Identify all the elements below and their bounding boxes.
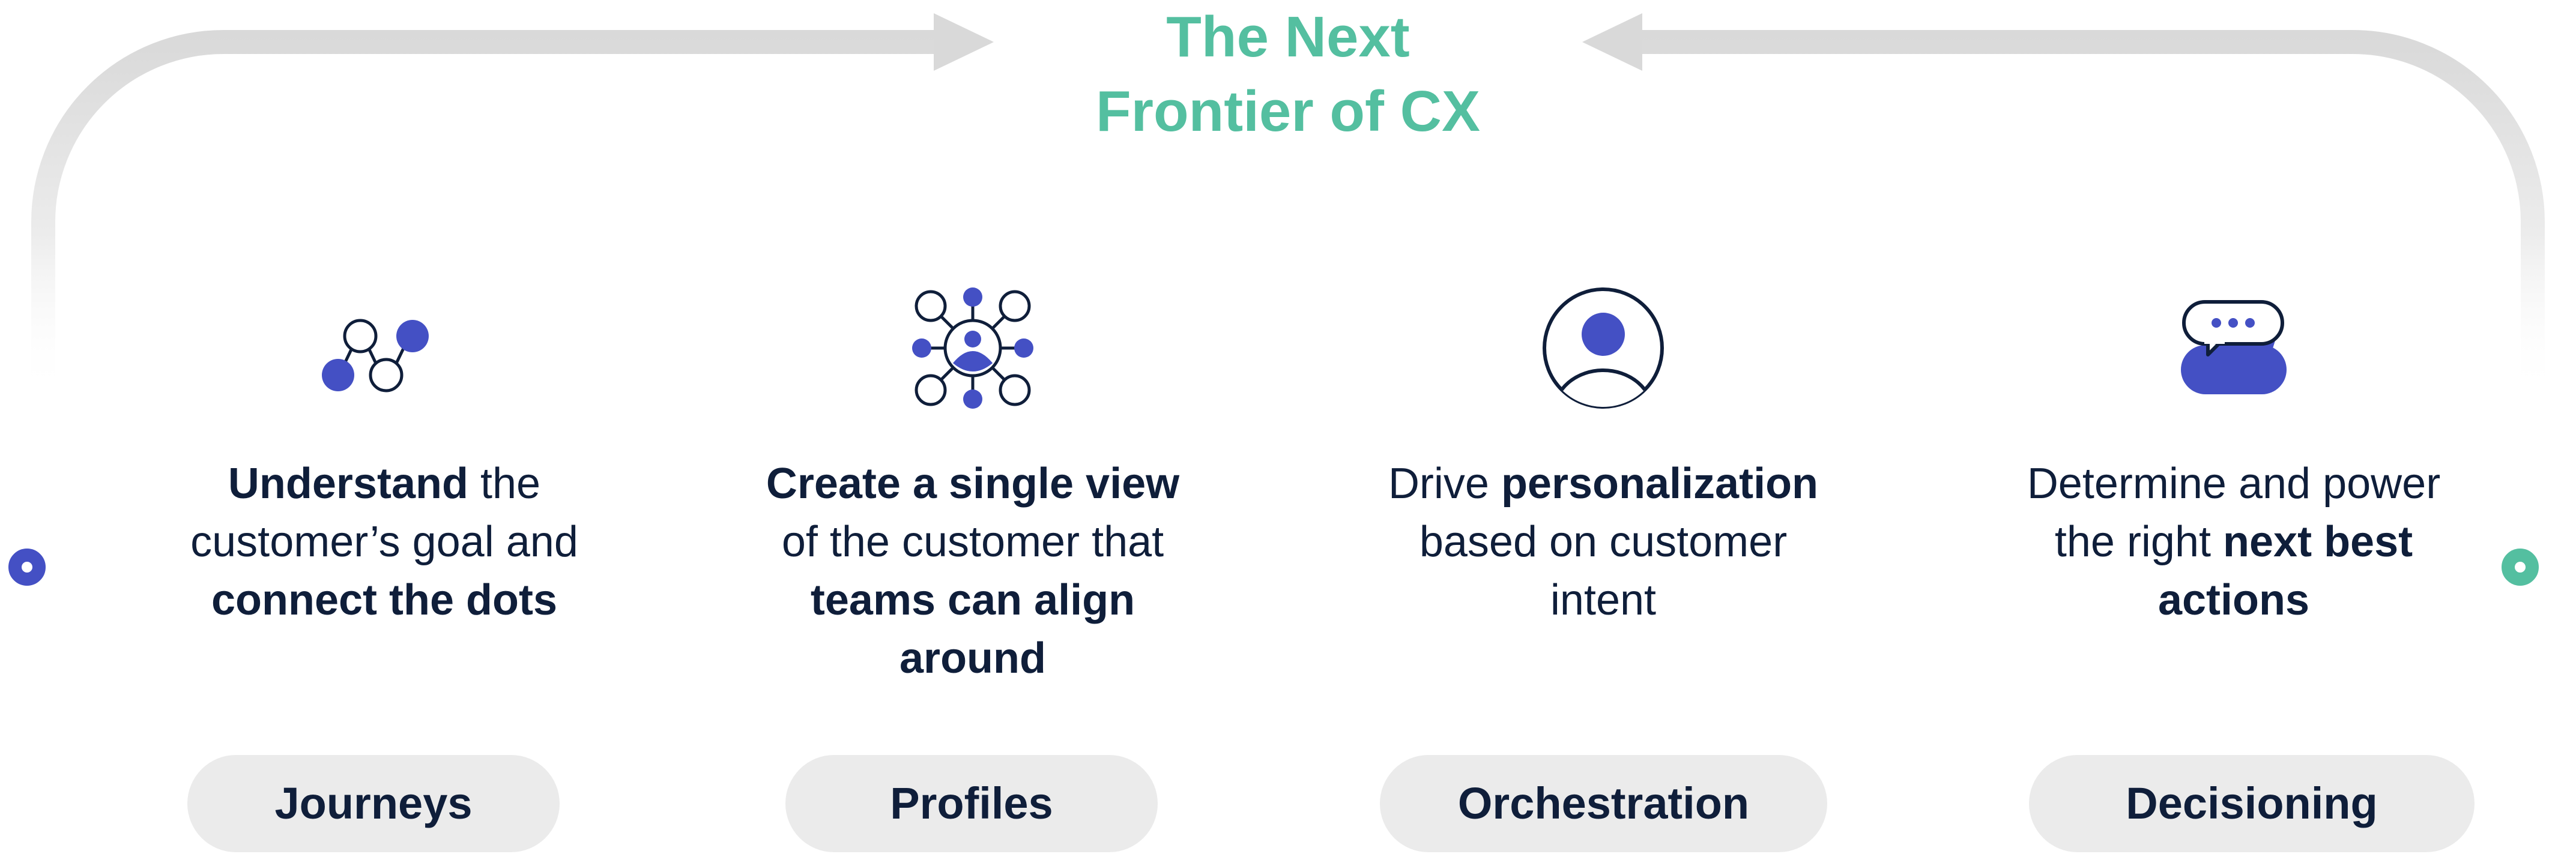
description-emphasis: actions xyxy=(2157,576,2310,624)
pillar-description: Determine and power the right next best ac… xyxy=(1994,455,2474,630)
description-text: based on customer xyxy=(1419,518,1788,566)
description-text: the right xyxy=(2054,518,2224,566)
description-line: Understand the xyxy=(144,455,624,513)
chat-bubbles-icon xyxy=(2181,300,2287,394)
description-emphasis: teams can align xyxy=(810,576,1135,624)
description-text: Determine and power xyxy=(2027,460,2441,508)
user-circle-icon xyxy=(1543,287,1664,409)
description-text: the xyxy=(468,460,541,508)
description-line: based on customer xyxy=(1348,513,1858,571)
right-arc xyxy=(1639,30,2545,396)
pillar-orchestration: Drive personalization based on customer in… xyxy=(1348,0,1858,863)
pillar-label-orchestration: Orchestration xyxy=(1380,755,1827,852)
pillar-label-profiles: Profiles xyxy=(785,755,1158,852)
pillar-description: Create a single view of the customer that… xyxy=(733,455,1213,688)
pillar-description: Understand the customer’s goal and connect… xyxy=(144,455,624,630)
description-text: of the customer that xyxy=(781,518,1164,566)
left-arc xyxy=(31,30,937,396)
description-emphasis: connect the dots xyxy=(211,576,558,624)
description-line: teams can align xyxy=(733,571,1213,630)
title-line-2: Frontier of CX xyxy=(1096,79,1480,143)
description-line: Create a single view xyxy=(733,455,1213,513)
description-text: Drive xyxy=(1388,460,1501,508)
cycle-end-node xyxy=(2502,549,2539,586)
description-emphasis: personalization xyxy=(1501,460,1819,508)
description-emphasis: next best xyxy=(2223,518,2413,566)
description-text: intent xyxy=(1550,576,1657,624)
connected-dots-icon xyxy=(322,319,429,392)
description-line: actions xyxy=(1994,571,2474,630)
description-emphasis: around xyxy=(899,634,1046,682)
description-emphasis: Create a single view xyxy=(766,460,1180,508)
description-line: intent xyxy=(1348,571,1858,630)
title-line-1: The Next xyxy=(1166,5,1410,69)
pillar-description: Drive personalization based on customer in… xyxy=(1348,455,1858,630)
description-text: customer’s goal and xyxy=(190,518,578,566)
pillar-label-decisioning: Decisioning xyxy=(2029,755,2475,852)
right-arrow-head xyxy=(1582,13,1642,71)
pillar-journeys: Understand the customer’s goal and connect… xyxy=(144,0,624,863)
description-line: around xyxy=(733,630,1213,688)
description-line: connect the dots xyxy=(144,571,624,630)
pillar-profiles: Create a single view of the customer that… xyxy=(733,0,1213,863)
cycle-start-node xyxy=(8,549,46,586)
description-line: the right next best xyxy=(1994,513,2474,571)
description-emphasis: Understand xyxy=(228,460,468,508)
description-line: Drive personalization xyxy=(1348,455,1858,513)
page-title: The Next Frontier of CX xyxy=(988,0,1588,149)
description-line: customer’s goal and xyxy=(144,513,624,571)
pillar-label-journeys: Journeys xyxy=(187,755,560,852)
left-arrow-head xyxy=(934,13,994,71)
description-line: of the customer that xyxy=(733,513,1213,571)
description-line: Determine and power xyxy=(1994,455,2474,513)
pillar-decisioning: Determine and power the right next best ac… xyxy=(1994,0,2475,863)
network-profile-icon xyxy=(912,287,1033,409)
